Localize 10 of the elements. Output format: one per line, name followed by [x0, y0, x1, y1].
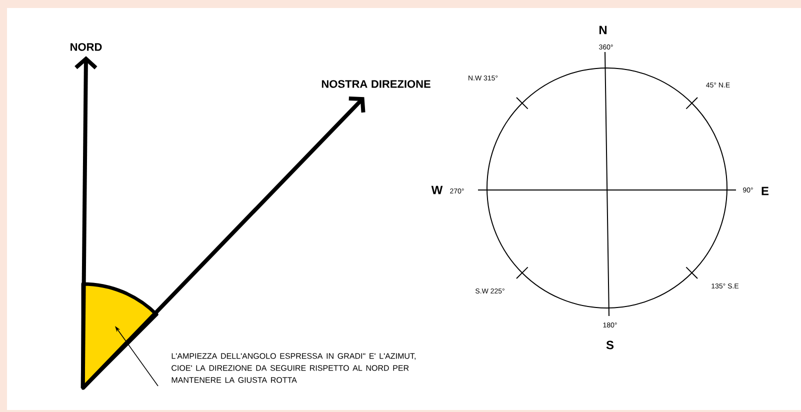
compass-letter: E: [762, 186, 769, 196]
compass-letter: W: [431, 186, 443, 194]
direction-label: NORD: [70, 43, 102, 51]
compass-letter: N: [599, 26, 607, 34]
compass-letter: S: [606, 340, 614, 350]
angle-wedge: [81, 282, 158, 390]
arrow: [81, 96, 366, 390]
arrow: [74, 56, 98, 388]
note-text: L'AMPIEZZA DELL'ANGOLO ESPRESSA IN GRADI" E' L'AZIMUT, CIOE' LA DIREZIONE DA SEGUIRE RISPETTO AL NORD PER MANTENERE LA GIUSTA ROTTA: [172, 353, 416, 383]
direction-label: NOSTRA DIREZIONE: [322, 80, 430, 88]
